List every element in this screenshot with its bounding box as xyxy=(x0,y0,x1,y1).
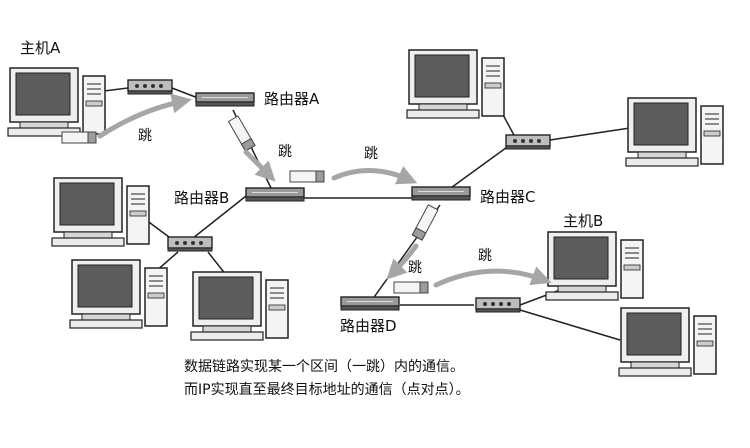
host-b-computer xyxy=(545,231,644,301)
computer-right-top xyxy=(406,49,505,119)
hop-arrows xyxy=(97,93,552,288)
caption-line-1: 数据链路实现某一个区间（一跳）内的通信。 xyxy=(184,359,464,375)
hub-host-a xyxy=(127,79,173,95)
computer-left-middle xyxy=(190,271,289,341)
router-c-label: 路由器C xyxy=(480,188,535,206)
router-d xyxy=(340,296,400,311)
router-d-label: 路由器D xyxy=(340,317,397,335)
computer-left-bottom xyxy=(69,259,168,329)
router-a-label: 路由器A xyxy=(264,90,320,108)
hop-label-5: 跳 xyxy=(478,248,492,264)
packet-host-a xyxy=(61,131,97,144)
router-c xyxy=(411,186,471,201)
hub-right-top xyxy=(505,134,551,150)
hop-label-1: 跳 xyxy=(138,128,152,144)
hub-left xyxy=(167,236,213,252)
host-a-computer xyxy=(7,67,106,137)
hop-label-3: 跳 xyxy=(364,146,378,162)
caption-line-2: 而IP实现直至最终目标地址的通信（点对点）。 xyxy=(184,382,470,398)
host-a-label: 主机A xyxy=(20,39,61,57)
host-b-label: 主机B xyxy=(563,212,603,230)
computer-left-top xyxy=(51,177,150,247)
router-b-label: 路由器B xyxy=(174,189,229,207)
router-a xyxy=(195,92,255,107)
router-b xyxy=(245,187,305,202)
packet-router-c xyxy=(411,204,439,241)
packet-router-b xyxy=(289,170,325,183)
hop-label-4: 跳 xyxy=(408,260,422,276)
hub-bottom-right xyxy=(475,297,521,313)
computer-right-far xyxy=(625,97,724,167)
packet-router-a xyxy=(227,115,256,152)
hop-label-2: 跳 xyxy=(278,144,292,160)
computer-bottom-right xyxy=(618,307,717,377)
packet-router-d xyxy=(393,281,429,294)
